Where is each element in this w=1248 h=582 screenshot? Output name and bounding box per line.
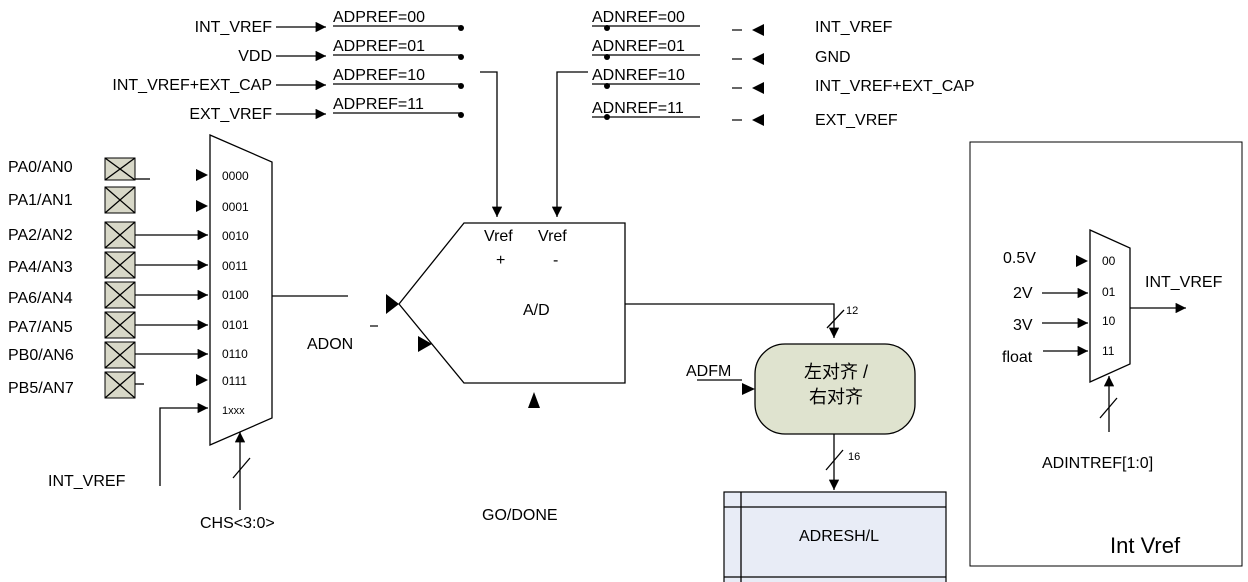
mux-code-5: 0101 bbox=[222, 318, 249, 332]
mux-int-vref-label: INT_VREF bbox=[48, 473, 126, 490]
vref-minus-label: Vref bbox=[538, 228, 567, 245]
adnref-option-1: ADNREF=01 bbox=[592, 38, 685, 55]
channel-mux: 0000 0001 0010 0011 0100 0101 0110 0111 … bbox=[48, 134, 348, 532]
align-line-1: 左对齐 / bbox=[804, 362, 868, 382]
adpref-source-2: INT_VREF+EXT_CAP bbox=[112, 77, 272, 94]
bus-width-out: 16 bbox=[848, 451, 860, 463]
adpref-option-2: ADPREF=10 bbox=[333, 67, 425, 84]
svg-text:PA4/AN3: PA4/AN3 bbox=[8, 259, 73, 276]
adpref-source-3: EXT_VREF bbox=[189, 106, 272, 123]
go-done-label: GO/DONE bbox=[482, 507, 558, 524]
pin-2: PA2/AN2 bbox=[8, 221, 208, 249]
intvref-code-2: 10 bbox=[1102, 314, 1116, 328]
svg-text:PA6/AN4: PA6/AN4 bbox=[8, 290, 73, 307]
alignment-block: 左对齐 / 右对齐 ADFM 16 bbox=[686, 343, 916, 490]
result-register: ADRESH/L bbox=[723, 491, 947, 582]
pin-4: PA6/AN4 bbox=[8, 281, 208, 309]
mux-code-0: 0000 bbox=[222, 169, 249, 183]
mux-code-4: 0100 bbox=[222, 288, 249, 302]
adnref-option-2: ADNREF=10 bbox=[592, 67, 685, 84]
svg-text:PB5/AN7: PB5/AN7 bbox=[8, 380, 74, 397]
pin-6: PB0/AN6 bbox=[8, 341, 208, 369]
adpref-option-3: ADPREF=11 bbox=[333, 96, 424, 113]
pin-1: PA1/AN1 bbox=[8, 186, 136, 214]
intvref-code-3: 11 bbox=[1102, 344, 1115, 358]
adc-block: Vref + Vref - A/D ADON GO/DONE 12 bbox=[307, 222, 858, 524]
adpref-source-0: INT_VREF bbox=[195, 19, 273, 36]
analog-pins: PA0/AN0 PA1/AN1 PA2/AN2 PA4/AN3 PA6/AN4 bbox=[8, 157, 208, 399]
adon-label: ADON bbox=[307, 336, 353, 353]
svg-text:PA7/AN5: PA7/AN5 bbox=[8, 319, 73, 336]
intvref-input-2: 3V bbox=[1013, 317, 1033, 334]
mux-code-7: 0111 bbox=[222, 374, 247, 388]
adnref-option-0: ADNREF=00 bbox=[592, 9, 685, 26]
intvref-output: INT_VREF bbox=[1145, 274, 1223, 291]
intvref-select: ADINTREF[1:0] bbox=[1042, 455, 1153, 472]
align-line-2: 右对齐 bbox=[809, 387, 863, 407]
adnref-source-3: EXT_VREF bbox=[815, 112, 898, 129]
result-label: ADRESH/L bbox=[799, 528, 879, 545]
adnref-source-2: INT_VREF+EXT_CAP bbox=[815, 78, 975, 95]
svg-text:PA1/AN1: PA1/AN1 bbox=[8, 192, 73, 209]
mux-code-2: 0010 bbox=[222, 229, 249, 243]
adnref-source-0: INT_VREF bbox=[815, 19, 893, 36]
adnref-group: ADNREF=00 INT_VREF ADNREF=01 GND ADNREF=… bbox=[551, 9, 975, 217]
pin-3: PA4/AN3 bbox=[8, 251, 208, 279]
adpref-option-0: ADPREF=00 bbox=[333, 9, 425, 26]
adpref-option-1: ADPREF=01 bbox=[333, 38, 425, 55]
svg-text:PB0/AN6: PB0/AN6 bbox=[8, 347, 74, 364]
adc-name: A/D bbox=[523, 302, 550, 319]
intvref-input-3: float bbox=[1002, 349, 1033, 366]
intvref-code-1: 01 bbox=[1102, 285, 1116, 299]
mux-code-3: 0011 bbox=[222, 259, 248, 273]
mux-code-6: 0110 bbox=[222, 347, 248, 361]
vref-plus-label: Vref bbox=[484, 228, 513, 245]
intvref-title: Int Vref bbox=[1110, 533, 1181, 558]
adpref-source-1: VDD bbox=[238, 48, 272, 65]
intvref-input-1: 2V bbox=[1013, 285, 1033, 302]
svg-text:PA0/AN0: PA0/AN0 bbox=[8, 159, 73, 176]
adnref-option-3: ADNREF=11 bbox=[592, 100, 684, 117]
adfm-label: ADFM bbox=[686, 363, 731, 380]
mux-code-8: 1xxx bbox=[222, 405, 245, 417]
pin-7: PB5/AN7 bbox=[8, 371, 144, 399]
mux-select-label: CHS<3:0> bbox=[200, 515, 275, 532]
intvref-code-0: 00 bbox=[1102, 254, 1116, 268]
svg-text:PA2/AN2: PA2/AN2 bbox=[8, 227, 73, 244]
mux-code-1: 0001 bbox=[222, 200, 249, 214]
int-vref-panel: 0.5V 2V 3V float 00 01 10 11 INT_VREF AD… bbox=[969, 141, 1243, 567]
vref-minus-sign: - bbox=[553, 252, 558, 269]
adnref-source-1: GND bbox=[815, 49, 851, 66]
vref-plus-sign: + bbox=[496, 252, 505, 269]
pin-0: PA0/AN0 bbox=[8, 157, 150, 181]
pin-5: PA7/AN5 bbox=[8, 311, 208, 339]
bus-width-in: 12 bbox=[846, 305, 858, 317]
intvref-input-0: 0.5V bbox=[1003, 250, 1036, 267]
adpref-group: INT_VREF ADPREF=00 VDD ADPREF=01 INT_VRE… bbox=[112, 9, 503, 217]
